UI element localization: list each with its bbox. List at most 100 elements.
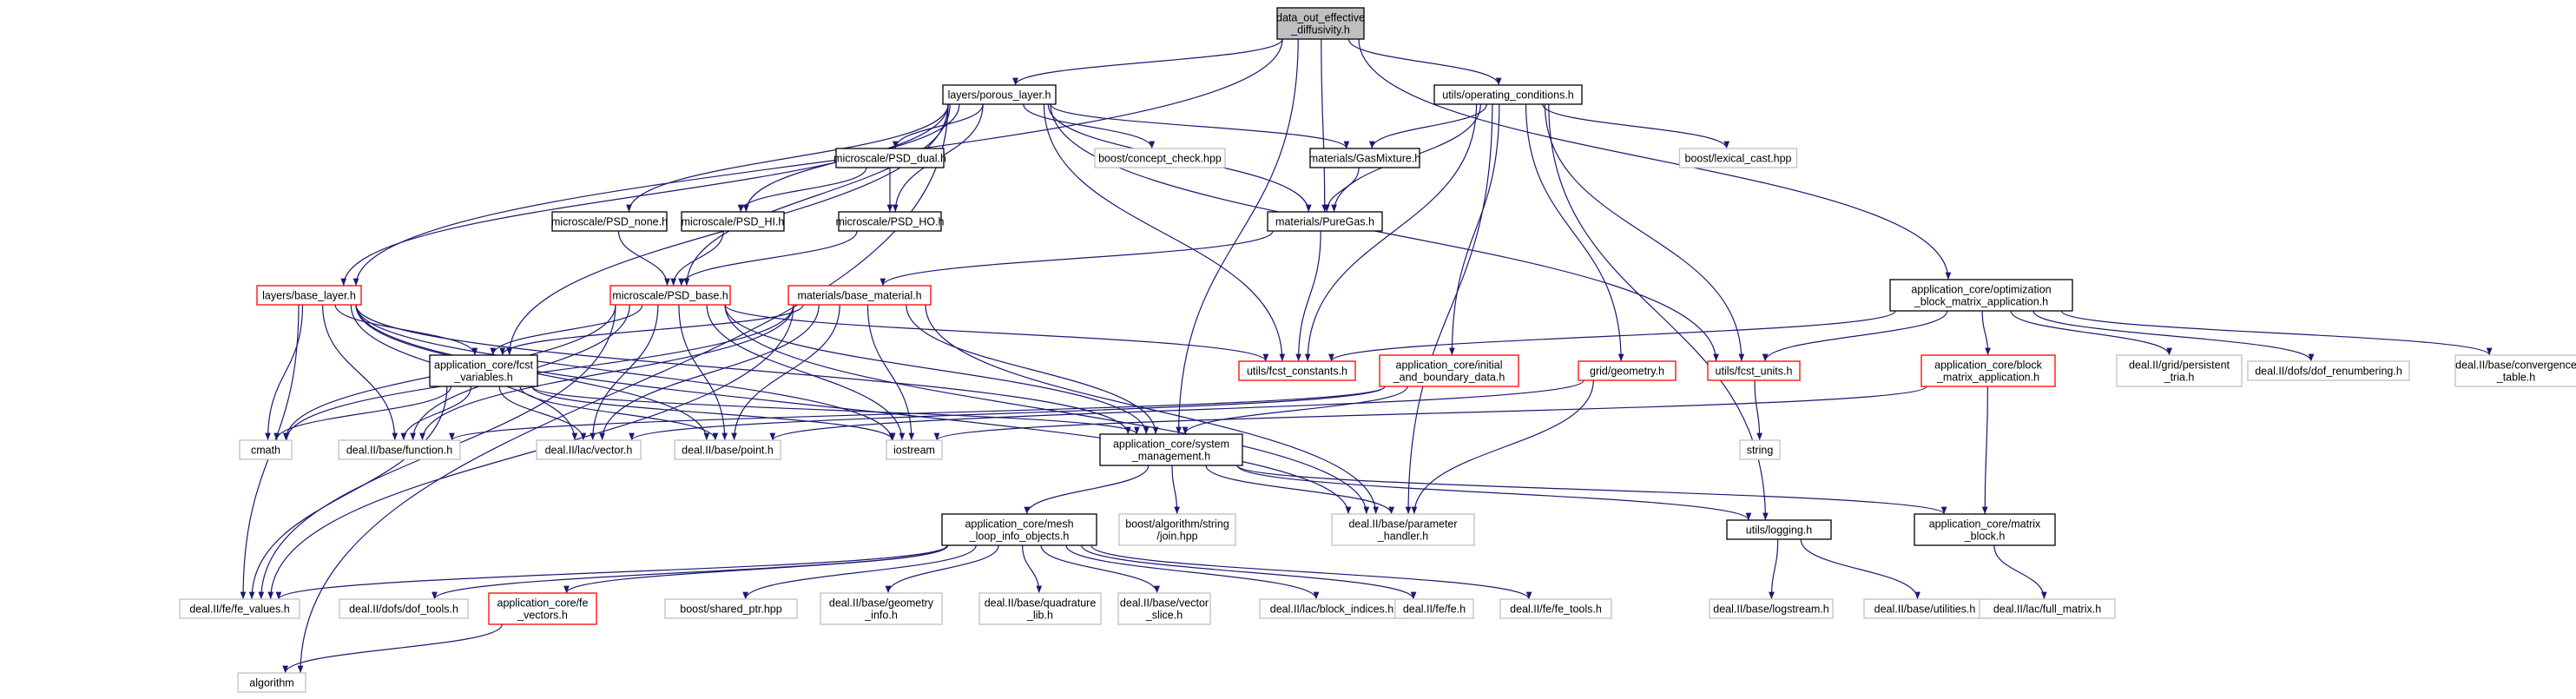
edge-fevectors-to-algorithm	[282, 623, 503, 674]
node-box	[1118, 513, 1236, 546]
node-doftools[interactable]: deal.II/dofs/dof_tools.h	[339, 598, 469, 619]
node-concept[interactable]: boost/concept_check.hpp	[1094, 148, 1226, 168]
node-label: _slice.h	[1145, 610, 1183, 622]
node-label: deal.II/base/logstream.h	[1713, 603, 1828, 616]
edge-fcstunits-to-string	[1754, 379, 1763, 441]
node-renumber[interactable]: deal.II/dofs/dof_renumbering.h	[2247, 360, 2410, 381]
node-sysmgmt[interactable]: application_core/system_management.h	[1099, 433, 1243, 466]
node-convergence[interactable]: deal.II/base/convergence_table.h	[2454, 354, 2576, 387]
node-string[interactable]: string	[1739, 439, 1781, 460]
node-label: boost/concept_check.hpp	[1098, 153, 1222, 165]
edge-optim-to-renumber	[2032, 310, 2315, 362]
node-paramh[interactable]: deal.II/base/parameter_handler.h	[1331, 513, 1475, 546]
node-box	[942, 84, 1057, 105]
edge-opcond-to-gasmix	[1368, 103, 1487, 149]
node-fevalues[interactable]: deal.II/fe/fe_values.h	[179, 598, 300, 619]
node-box	[1117, 592, 1211, 625]
edge-opcond-to-initial	[1449, 103, 1500, 356]
node-geominfo[interactable]: deal.II/base/geometry_info.h	[820, 592, 943, 625]
edge-fcstvar-to-function	[400, 386, 472, 441]
edge-meshloop-to-quadlib	[1022, 544, 1043, 594]
node-baselayer[interactable]: layers/base_layer.h	[256, 285, 362, 306]
node-box	[1276, 7, 1365, 40]
node-joinhpp[interactable]: boost/algorithm/string/join.hpp	[1118, 513, 1236, 546]
node-persistent[interactable]: deal.II/grid/persistent_tria.h	[2116, 354, 2243, 387]
edge-porous-to-concept	[1023, 103, 1156, 149]
node-label: application_core/block	[1934, 359, 2042, 372]
node-label: layers/porous_layer.h	[948, 89, 1051, 102]
node-logstream[interactable]: deal.II/base/logstream.h	[1709, 598, 1834, 619]
node-box	[179, 598, 300, 619]
node-basemat[interactable]: materials/base_material.h	[787, 285, 932, 306]
edge-sysmgmt-to-logging	[1236, 465, 1752, 521]
edge-basemat-to-vector	[599, 304, 820, 441]
node-porous[interactable]: layers/porous_layer.h	[942, 84, 1057, 105]
node-box	[1914, 513, 2056, 546]
node-label: deal.II/base/point.h	[682, 445, 774, 457]
edge-basemat-to-paramh	[925, 304, 1380, 515]
node-box	[2247, 360, 2410, 381]
node-fcstvar[interactable]: application_core/fcst_variables.h	[429, 354, 538, 387]
node-box	[1394, 598, 1474, 619]
node-fcstconst[interactable]: utils/fcst_constants.h	[1238, 360, 1356, 381]
node-label: materials/GasMixture.h	[1309, 153, 1421, 165]
node-box	[664, 598, 798, 619]
node-label: deal.II/dofs/dof_tools.h	[349, 603, 458, 616]
node-sharedptr[interactable]: boost/shared_ptr.hpp	[664, 598, 798, 619]
node-fetools[interactable]: deal.II/fe/fe_tools.h	[1499, 598, 1612, 619]
node-box	[339, 598, 469, 619]
edge-matblock-to-fullmatrix	[1993, 544, 2047, 600]
node-psd_hi[interactable]: microscale/PSD_HI.h	[681, 211, 785, 232]
node-meshloop[interactable]: application_core/mesh_loop_info_objects.…	[941, 513, 1097, 546]
node-label: microscale/PSD_none.h	[551, 216, 668, 228]
node-logging[interactable]: utils/logging.h	[1726, 519, 1832, 540]
node-fcstunits[interactable]: utils/fcst_units.h	[1707, 360, 1801, 381]
node-fullmatrix[interactable]: deal.II/lac/full_matrix.h	[1979, 598, 2116, 619]
node-algorithm[interactable]: algorithm	[237, 672, 306, 693]
node-label: _table.h	[2496, 372, 2536, 384]
node-optim[interactable]: application_core/optimization_block_matr…	[1889, 279, 2073, 312]
node-blockapp[interactable]: application_core/block_matrix_applicatio…	[1920, 354, 2056, 387]
node-label: _block_matrix_application.h	[1914, 296, 2048, 308]
node-label: application_core/fe	[497, 597, 589, 610]
node-label: deal.II/lac/vector.h	[545, 445, 633, 457]
node-puregas[interactable]: materials/PureGas.h	[1267, 211, 1383, 232]
node-utilities[interactable]: deal.II/base/utilities.h	[1863, 598, 1986, 619]
node-psd_base[interactable]: microscale/PSD_base.h	[609, 285, 731, 306]
node-box	[488, 592, 597, 625]
edge-porous-to-psd_dual	[892, 103, 984, 149]
node-psd_ho[interactable]: microscale/PSD_HO.h	[835, 211, 945, 232]
node-matblock[interactable]: application_core/matrix_block.h	[1914, 513, 2056, 546]
node-fevectors[interactable]: application_core/fe_vectors.h	[488, 592, 597, 625]
node-root[interactable]: data_out_effective_diffusivity.h	[1276, 7, 1365, 40]
node-point[interactable]: deal.II/base/point.h	[674, 439, 781, 460]
edge-basemat-to-function	[419, 304, 794, 441]
node-initial[interactable]: application_core/initial_and_boundary_da…	[1379, 354, 1519, 387]
node-box	[978, 592, 1102, 625]
node-label: microscale/PSD_base.h	[612, 290, 728, 302]
node-function[interactable]: deal.II/base/function.h	[338, 439, 461, 460]
node-blockidx[interactable]: deal.II/lac/block_indices.h	[1259, 598, 1405, 619]
node-iostream[interactable]: iostream	[886, 439, 943, 460]
node-cmath[interactable]: cmath	[239, 439, 293, 460]
node-feh[interactable]: deal.II/fe/fe.h	[1394, 598, 1474, 619]
node-geometry[interactable]: grid/geometry.h	[1578, 360, 1677, 381]
node-vecslice[interactable]: deal.II/base/vector_slice.h	[1117, 592, 1211, 625]
node-opcond[interactable]: utils/operating_conditions.h	[1433, 84, 1583, 105]
edge-optim-to-fcstconst	[1328, 310, 1896, 362]
node-quadlib[interactable]: deal.II/base/quadrature_lib.h	[978, 592, 1102, 625]
node-psd_none[interactable]: microscale/PSD_none.h	[551, 211, 668, 232]
node-box	[1238, 360, 1356, 381]
node-box	[1920, 354, 2056, 387]
node-lexical[interactable]: boost/lexical_cast.hpp	[1678, 148, 1798, 168]
node-vector[interactable]: deal.II/lac/vector.h	[536, 439, 642, 460]
node-psd_dual[interactable]: microscale/PSD_dual.h	[833, 148, 946, 168]
node-label: utils/logging.h	[1746, 524, 1812, 537]
edge-puregas-to-basemat	[880, 230, 1274, 287]
node-label: microscale/PSD_dual.h	[833, 153, 946, 165]
edge-initial-to-vector	[629, 386, 1386, 441]
node-gasmix[interactable]: materials/GasMixture.h	[1309, 148, 1421, 168]
edge-optim-to-fcstunits	[1762, 310, 1948, 362]
edge-optim-to-persistent	[2010, 310, 2172, 356]
